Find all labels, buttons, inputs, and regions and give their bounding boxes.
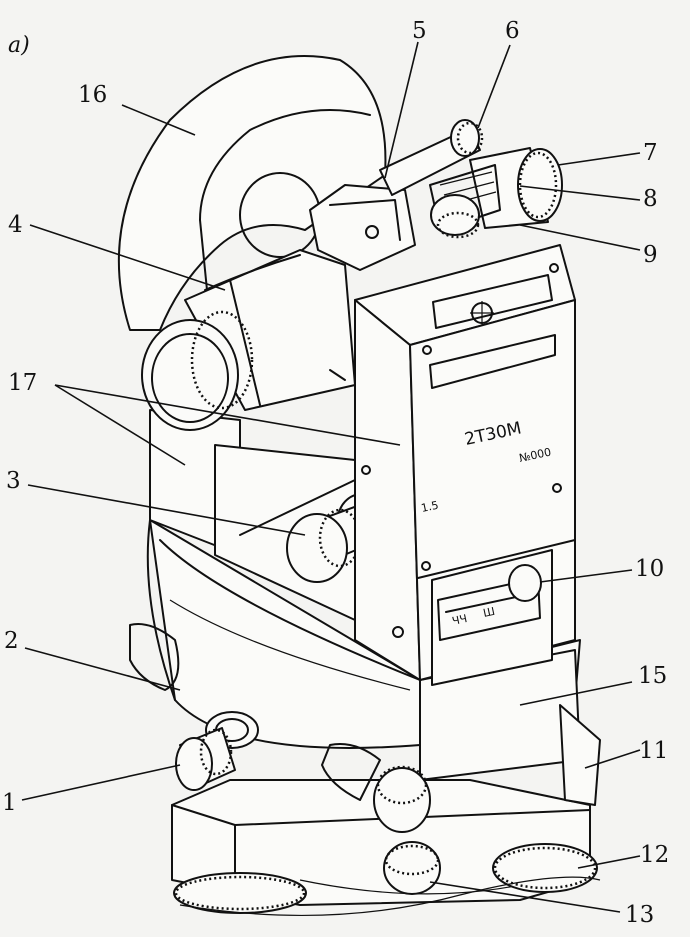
label-8: 8 — [643, 186, 658, 212]
label-13: 13 — [625, 902, 654, 928]
horizontal-screws — [175, 711, 431, 833]
circle-housing — [117, 55, 387, 331]
label-6: 6 — [505, 18, 520, 44]
labels: a) 1 2 3 4 5 6 7 8 9 10 11 12 13 15 16 1… — [2, 18, 669, 928]
level-vial: ЧЧ Ш — [431, 549, 553, 686]
label-2: 2 — [4, 628, 19, 654]
subfigure-label: a) — [8, 33, 30, 58]
level-mark-left: ЧЧ — [451, 612, 468, 628]
label-15: 15 — [638, 663, 667, 689]
label-3: 3 — [6, 468, 21, 494]
scale-marking: 1.5 — [420, 499, 440, 515]
label-17: 17 — [8, 370, 37, 396]
label-10: 10 — [635, 556, 664, 582]
label-11: 11 — [639, 738, 668, 764]
label-9: 9 — [643, 242, 658, 268]
leader-lines — [21, 41, 641, 913]
level-mark-right: Ш — [482, 605, 496, 620]
label-1: 1 — [2, 790, 17, 816]
label-16: 16 — [78, 82, 107, 108]
telescope — [141, 249, 356, 431]
top-assembly — [309, 119, 563, 271]
lower-housing — [129, 519, 601, 806]
leveling-screws — [173, 841, 601, 917]
label-7: 7 — [643, 140, 658, 166]
label-5: 5 — [412, 18, 427, 44]
label-4: 4 — [8, 212, 23, 238]
theodolite-drawing: 2Т30М №000 1.5 ЧЧ Ш — [117, 55, 601, 917]
label-12: 12 — [640, 842, 669, 868]
